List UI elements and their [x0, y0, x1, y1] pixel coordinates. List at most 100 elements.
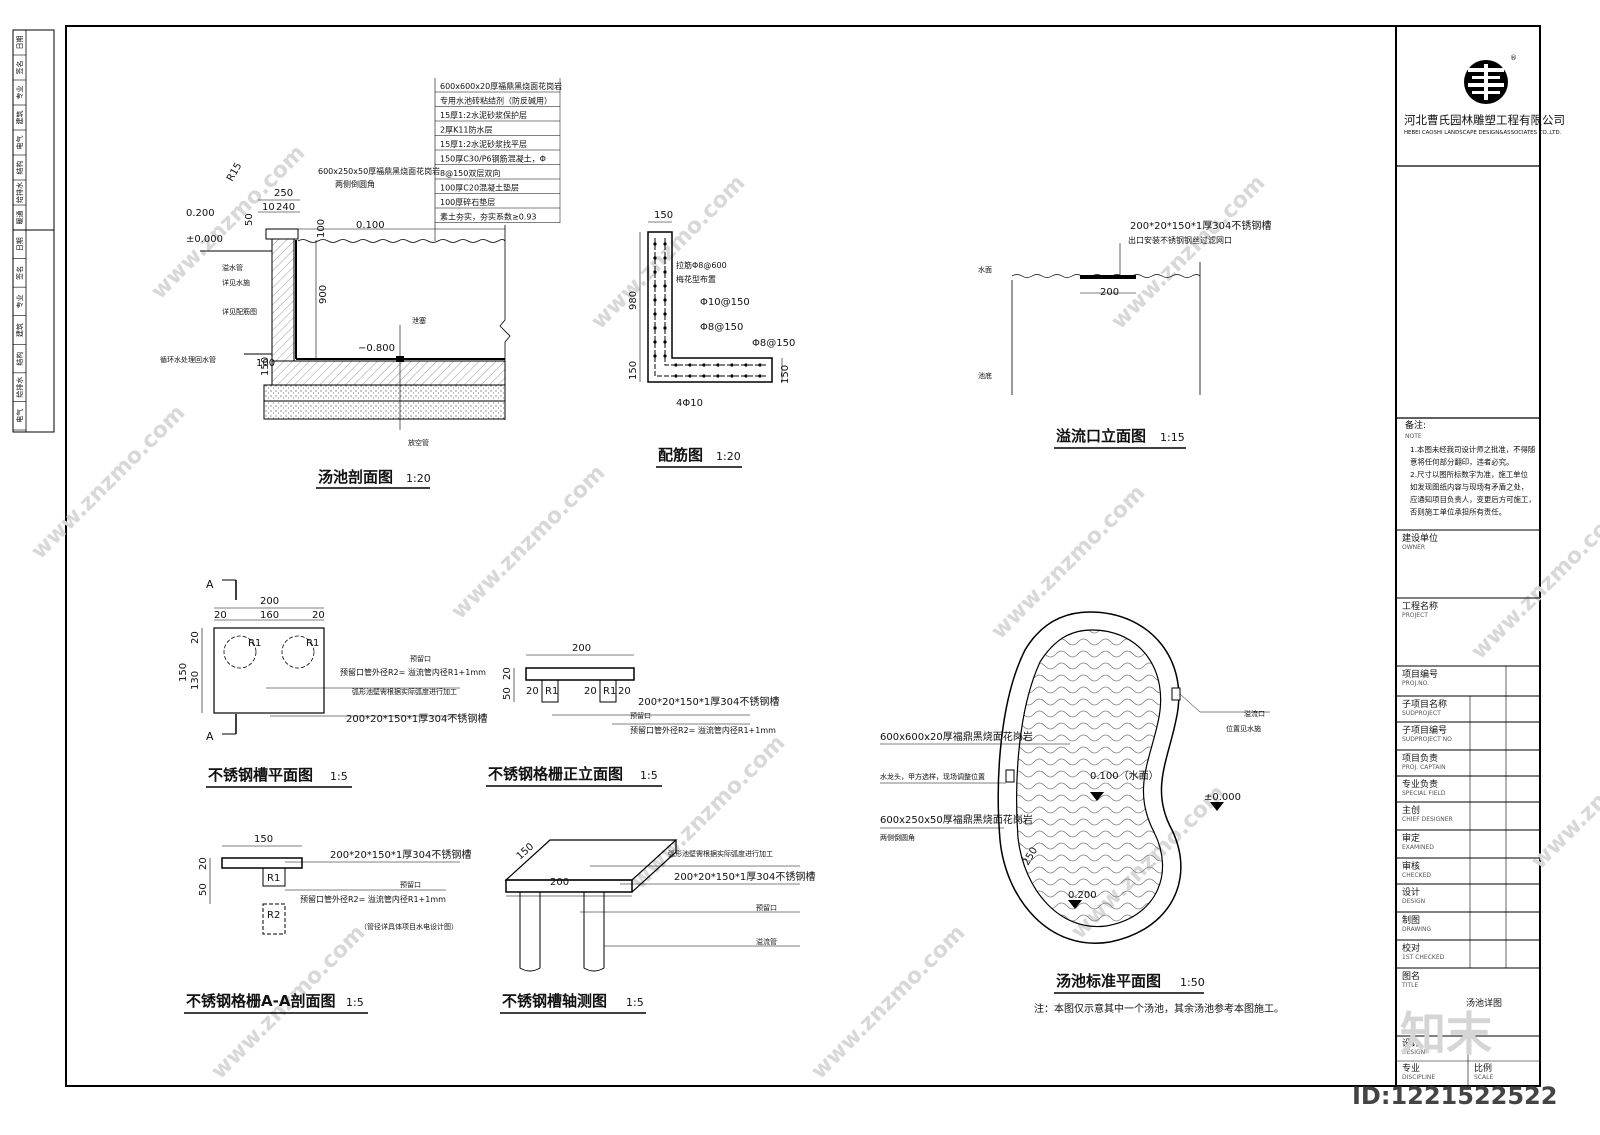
- grate-elev-r1b: R1: [603, 686, 616, 697]
- drawing-name-value: 汤池详图: [1466, 997, 1502, 1009]
- watermark-logo: 知末: [1400, 1007, 1492, 1061]
- plan-water-level: 0.100（水面）: [1090, 770, 1159, 782]
- title-block-label-en: PROJ.NO.: [1402, 680, 1429, 687]
- section-layer-label: 8@150双层双向: [440, 168, 500, 178]
- section-el100: 0.100: [356, 220, 385, 231]
- rebar-d150-top: 150: [654, 210, 673, 221]
- rebar-bottom: 4Φ10: [676, 398, 703, 409]
- axo-title: 不锈钢槽轴测图: [502, 992, 607, 1010]
- rebar-scale: 1:20: [716, 450, 741, 463]
- grate-elev-pre: 预留口: [630, 711, 651, 720]
- title-block-label: 工程名称: [1402, 600, 1438, 612]
- pool-plan-view: 600x600x20厚福鼎黑烧面花岗岩 水龙头，甲方选样，现场调整位置 600x…: [880, 611, 1284, 1015]
- title-block-label: 审定: [1402, 832, 1420, 844]
- title-block-label: 校对: [1402, 942, 1420, 954]
- plan-title: 汤池标准平面图: [1056, 972, 1161, 990]
- groove-axo-view: 150 200 弧形池壁需根据实际弧度进行加工 200*20*150*1厚304…: [500, 839, 815, 1014]
- section-d240: 240: [276, 202, 295, 213]
- grate-elev-pipe: 预留口管外径R2= 溢流管内径R1+1mm: [630, 725, 776, 735]
- groove-plan-d160: 160: [260, 610, 279, 621]
- grate-sec-d50: 50: [198, 883, 209, 896]
- grate-elev-d20b: 20: [526, 686, 539, 697]
- title-block-label-en: OWNER: [1402, 544, 1425, 551]
- company-logo-icon: [1464, 60, 1508, 104]
- drawing-name-label-en: TITLE: [1401, 982, 1418, 989]
- rebar-r2: Φ8@150: [700, 322, 743, 333]
- strip-top-label: 给排水: [15, 182, 24, 203]
- section-title: 汤池剖面图: [318, 468, 393, 486]
- grate-sec-title: 不锈钢格栅A-A剖面图: [186, 992, 335, 1010]
- watermark-url: www.znzmo.com: [987, 480, 1151, 644]
- grate-elev-d20c: 20: [584, 686, 597, 697]
- section-coping-label-2: 两侧倒圆角: [335, 179, 375, 189]
- section-d100b: 100: [256, 358, 275, 369]
- section-layer-label: 素土夯实，夯实系数≥0.93: [440, 212, 537, 222]
- strip-bottom-label: 结构: [15, 352, 24, 366]
- groove-plan-pre: 预留口: [410, 654, 431, 663]
- section-layer-label: 600x600x20厚福鼎黑烧面花岗岩: [440, 81, 562, 91]
- section-layer-label: 100厚C20混凝土垫层: [440, 183, 519, 193]
- plan-finish: 600x600x20厚福鼎黑烧面花岗岩: [880, 730, 1033, 743]
- grate-elev-d50: 50: [502, 687, 513, 700]
- strip-bottom-label: 电气: [15, 409, 24, 423]
- rebar-r3: Φ8@150: [752, 338, 795, 349]
- title-block-label-en: DRAWING: [1402, 926, 1432, 933]
- grate-elev-d200: 200: [572, 643, 591, 654]
- plan-note: 注：本图仅示意其中一个汤池，其余汤池参考本图施工。: [1034, 1002, 1284, 1015]
- watermark-url: www.znzmo.com: [1527, 710, 1600, 874]
- grate-sec-spec: 200*20*150*1厚304不锈钢槽: [330, 848, 471, 861]
- groove-plan-r1b: R1: [306, 638, 319, 649]
- outer-frame: [65, 25, 1541, 1087]
- groove-plan-d150: 150: [178, 663, 189, 682]
- section-layer-label: 15厚1:2水泥砂浆找平层: [440, 139, 527, 149]
- section-seerebar: 详见配筋图: [222, 307, 257, 316]
- watermark-url: www.znzmo.com: [1467, 500, 1600, 664]
- footer-cell-label-en: DISCIPLINE: [1402, 1074, 1435, 1081]
- title-block-label: 审核: [1402, 860, 1420, 872]
- section-el000: ±0.000: [186, 234, 223, 245]
- overflow-title: 溢流口立面图: [1056, 427, 1146, 445]
- plan-el200: 0.200: [1068, 890, 1097, 901]
- strip-top-label: 电气: [15, 136, 24, 150]
- title-block: ® 河北曹氏园林雕塑工程有限公司 HEBEI CAOSHI LANDSCAPE …: [1396, 54, 1565, 1086]
- overflow-pool-bottom: 池底: [978, 371, 992, 380]
- plan-el0: ±0.000: [1204, 792, 1241, 803]
- axo-overflow-pipe: 溢流管: [756, 937, 777, 946]
- overflow-spec-2: 出口安装不锈钢钢丝过滤网口: [1128, 235, 1232, 245]
- rebar-d150-left: 150: [628, 361, 639, 380]
- watermark-url: www.znzmo.com: [1107, 170, 1271, 334]
- plan-inlet: 水龙头，甲方选样，现场调整位置: [880, 772, 985, 781]
- drawing-name-label: 图名: [1402, 970, 1420, 982]
- groove-plan-scale: 1:5: [330, 770, 348, 783]
- plan-overflow: 溢流口: [1244, 709, 1265, 718]
- section-r15: R15: [225, 161, 244, 184]
- groove-plan-a-bottom: A: [206, 730, 214, 743]
- watermark-url: www.znzmo.com: [627, 730, 791, 894]
- rebar-title: 配筋图: [658, 446, 703, 464]
- groove-plan-d200: 200: [260, 596, 279, 607]
- section-d50: 50: [244, 213, 255, 226]
- rebar-tie: 拉筋Φ8@600: [676, 260, 727, 270]
- strip-top-label: 签名: [15, 61, 24, 75]
- title-block-label-en: CHECKED: [1402, 872, 1431, 879]
- section-layer-label: 专用水池砖粘结剂（防反碱用）: [440, 96, 552, 106]
- axo-pre: 预留口: [756, 903, 777, 912]
- notes-line: 2.尺寸以图所标数字为准，施工单位: [1410, 470, 1529, 479]
- groove-plan-a-top: A: [206, 578, 214, 591]
- notes-line: 1.本图未经我司设计师之批准，不得随: [1410, 445, 1536, 454]
- plan-coping: 600x250x50厚福鼎黑烧面花岗岩: [880, 813, 1033, 826]
- title-block-label: 项目编号: [1402, 668, 1438, 680]
- section-d100a: 100: [316, 219, 327, 238]
- section-layer-label: 2厚K11防水层: [440, 125, 493, 135]
- grate-sec-scale: 1:5: [346, 996, 364, 1009]
- groove-plan-title: 不锈钢槽平面图: [208, 766, 313, 784]
- title-block-label: 制图: [1402, 914, 1420, 926]
- title-block-label-en: PROJECT: [1402, 612, 1428, 619]
- groove-plan-d20b: 20: [312, 610, 325, 621]
- title-block-label-en: DESIGN: [1402, 898, 1425, 905]
- axo-arc: 弧形池壁需根据实际弧度进行加工: [668, 849, 773, 858]
- section-seeplan: 详见水施: [222, 278, 250, 287]
- title-block-label: 专业负责: [1402, 778, 1438, 790]
